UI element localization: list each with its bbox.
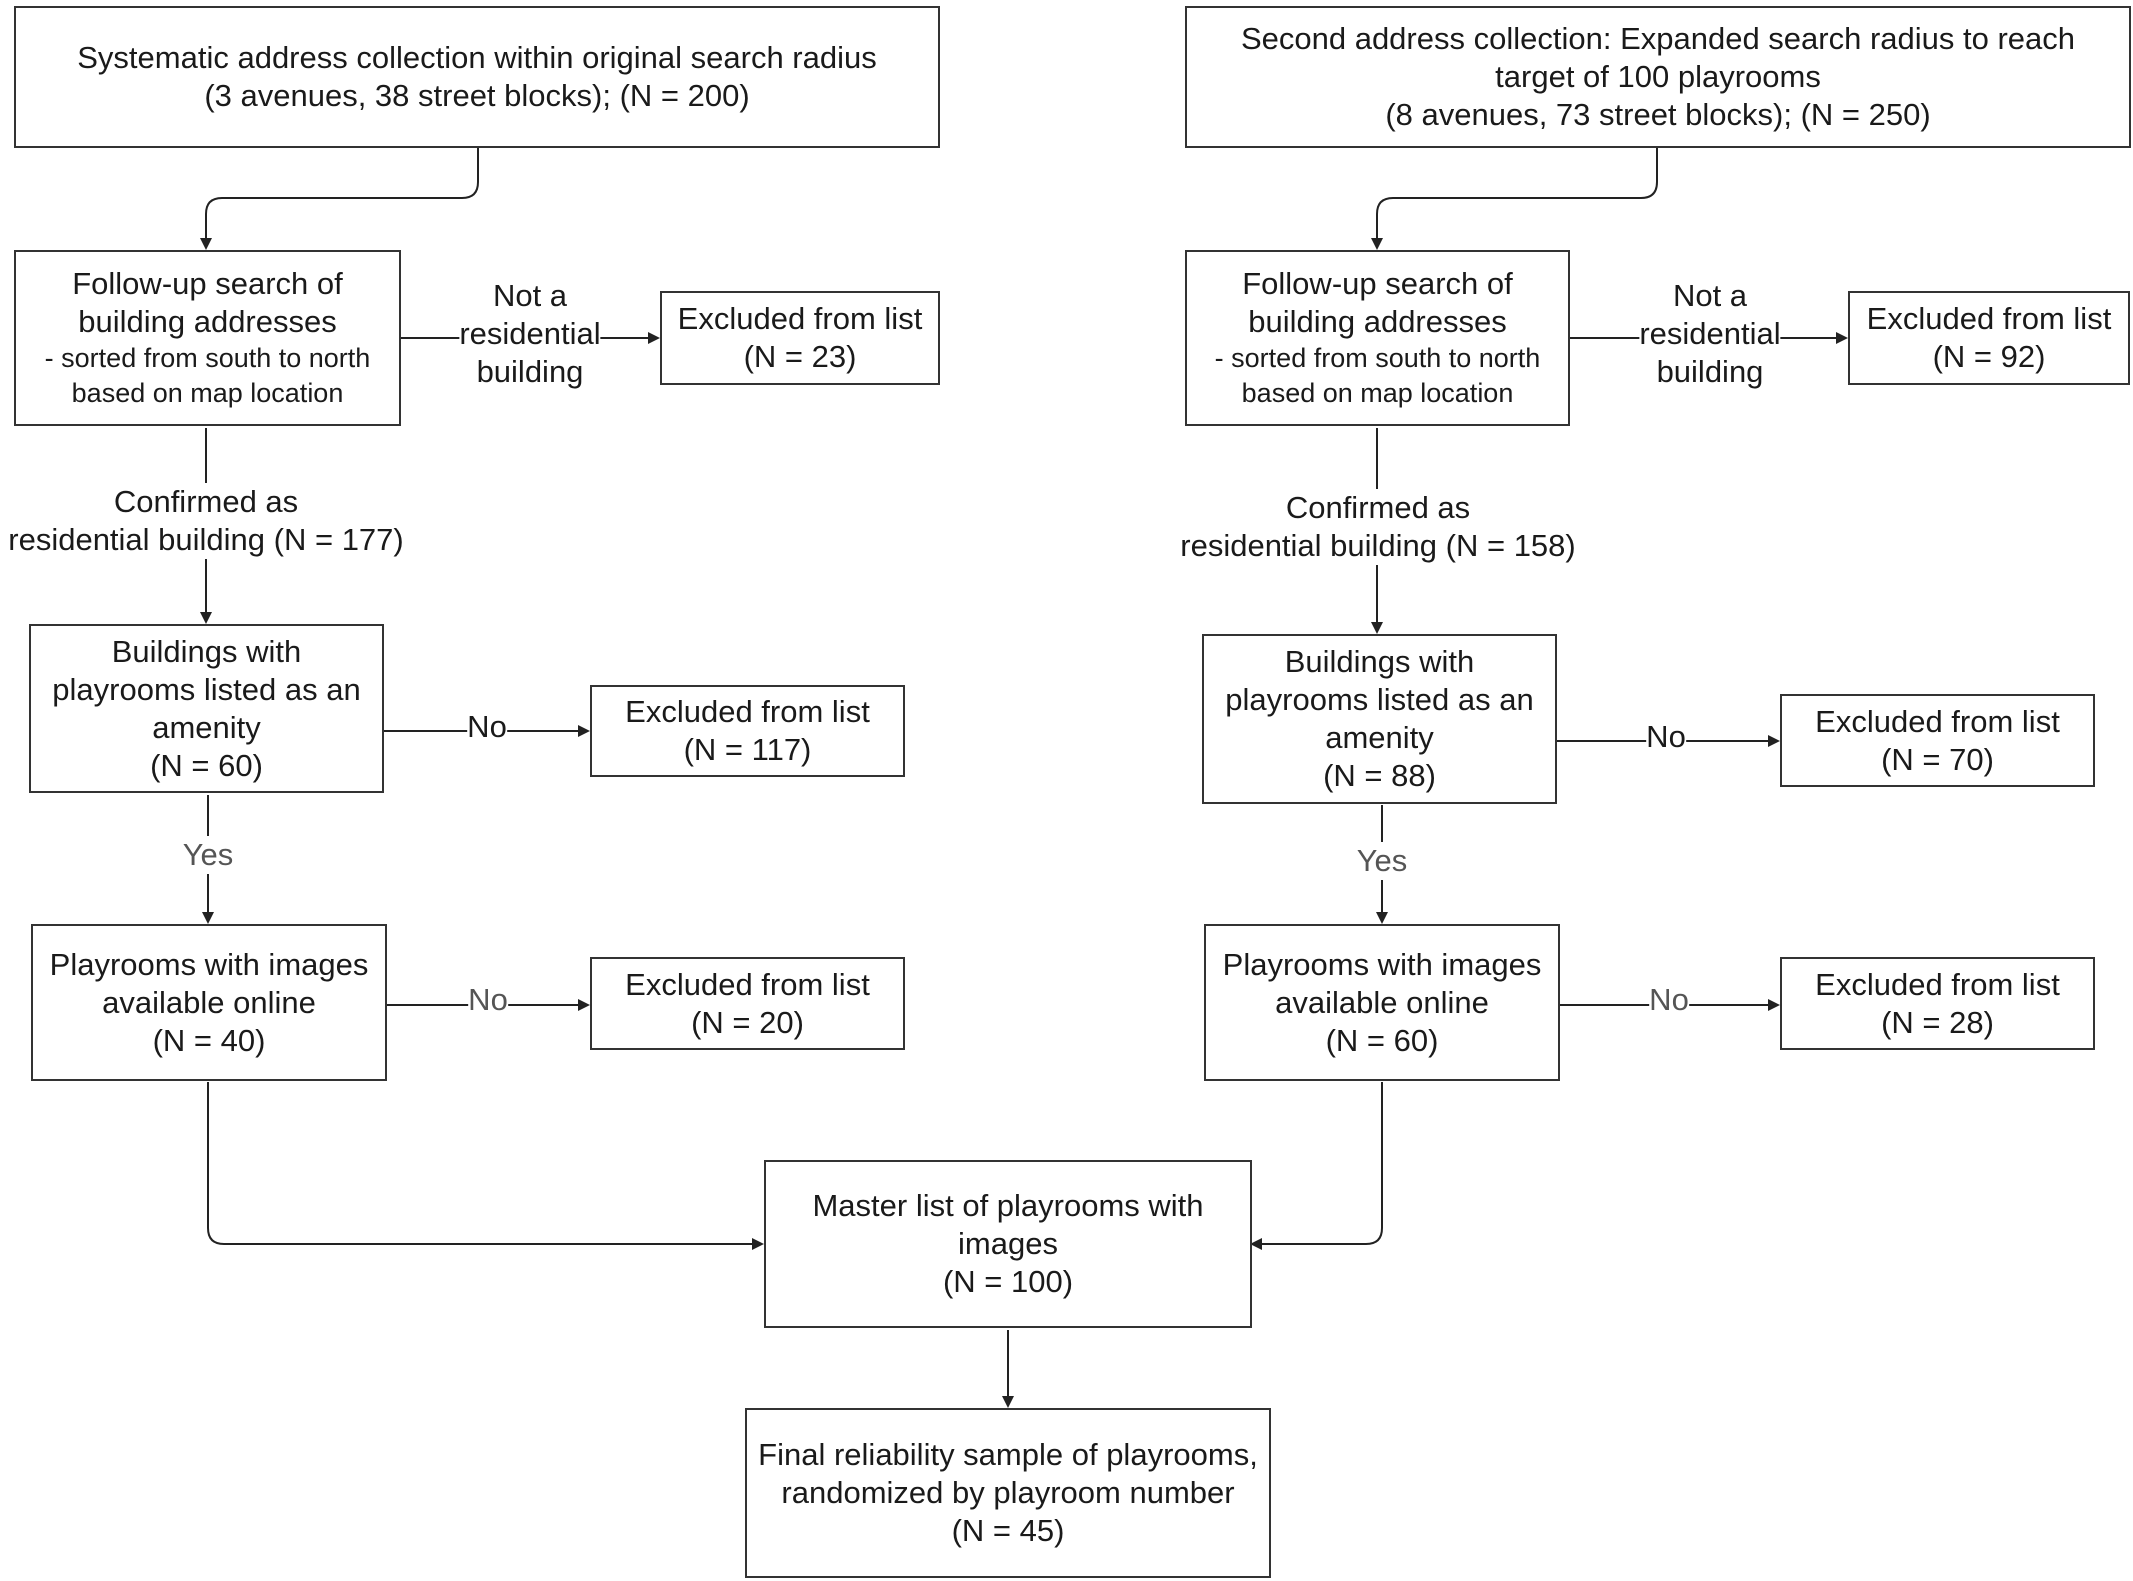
left-followup-subline-2: based on map location: [71, 378, 344, 408]
left-images-line-2: available online: [102, 984, 316, 1020]
right-start-line-1: Second address collection: Expanded sear…: [1240, 21, 2076, 56]
left-excluded-2-line-2: (N = 117): [683, 732, 812, 767]
right-excluded-3-line-1: Excluded from list: [1815, 966, 2060, 1002]
left-excluded-box-3: Excluded from list (N = 20): [590, 957, 905, 1050]
master-line-2: images: [958, 1226, 1058, 1261]
left-playrooms-line-2: playrooms listed as an: [52, 671, 361, 707]
master-line-1: Master list of playrooms with: [812, 1188, 1204, 1223]
right-followup-line-1: Follow-up search of: [1242, 266, 1513, 301]
right-yes-label: Yes: [1356, 842, 1408, 880]
right-followup-subline-1: - sorted from south to north: [1214, 343, 1541, 373]
left-excluded-box-1: Excluded from list (N = 23): [660, 291, 940, 385]
right-images-line-1: Playrooms with images: [1222, 946, 1542, 982]
left-playrooms-line-4: (N = 60): [150, 747, 263, 783]
right-excluded-box-1: Excluded from list (N = 92): [1848, 291, 2130, 385]
left-excluded-1-line-1: Excluded from list: [677, 301, 923, 336]
left-excluded-3-line-1: Excluded from list: [625, 966, 870, 1002]
right-not-residential-line-1: Not a: [1672, 278, 1748, 313]
left-excluded-box-2: Excluded from list (N = 117): [590, 685, 905, 777]
arrow-right-start-to-followup: [1371, 148, 1658, 250]
left-not-residential-line-3: building: [476, 354, 584, 389]
right-start-line-2: target of 100 playrooms: [1495, 59, 1821, 94]
left-confirmed-line-1: Confirmed as: [113, 484, 299, 519]
master-list-box: Master list of playrooms with images (N …: [764, 1160, 1252, 1328]
right-confirmed-label: Confirmed as residential building (N = 1…: [1180, 489, 1576, 565]
left-start-line-1: Systematic address collection within ori…: [77, 40, 877, 75]
right-excluded-3-line-2: (N = 28): [1881, 1004, 1994, 1040]
left-followup-line-1: Follow-up search of: [72, 266, 343, 301]
right-confirmed-line-1: Confirmed as: [1285, 490, 1471, 525]
right-not-residential-label: Not a residential building: [1639, 277, 1781, 391]
arrow-left-start-to-followup: [200, 148, 479, 250]
left-images-line-1: Playrooms with images: [49, 946, 369, 982]
right-no-label-1: No: [1646, 718, 1686, 756]
left-playrooms-box: Buildings with playrooms listed as an am…: [29, 624, 384, 793]
left-followup-box: Follow-up search of building addresses -…: [14, 250, 401, 426]
left-start-box: Systematic address collection within ori…: [14, 6, 940, 148]
left-playrooms-line-3: amenity: [152, 709, 261, 745]
right-playrooms-line-1: Buildings with: [1284, 644, 1475, 679]
final-line-3: (N = 45): [951, 1513, 1065, 1548]
right-excluded-box-2: Excluded from list (N = 70): [1780, 694, 2095, 787]
left-excluded-3-line-2: (N = 20): [691, 1004, 804, 1040]
left-followup-line-2: building addresses: [78, 304, 337, 339]
right-excluded-1-line-2: (N = 92): [1932, 339, 2046, 374]
right-no-label-2: No: [1649, 981, 1689, 1019]
right-not-residential-line-2: residential: [1639, 316, 1781, 351]
left-yes-label: Yes: [182, 836, 234, 874]
right-excluded-1-line-1: Excluded from list: [1866, 301, 2112, 336]
right-playrooms-line-2: playrooms listed as an: [1225, 682, 1534, 717]
left-start-line-2: (3 avenues, 38 street blocks); (N = 200): [204, 78, 750, 113]
right-excluded-box-3: Excluded from list (N = 28): [1780, 957, 2095, 1050]
left-images-line-3: (N = 40): [152, 1022, 266, 1058]
left-images-box: Playrooms with images available online (…: [31, 924, 387, 1081]
left-excluded-2-line-1: Excluded from list: [625, 694, 870, 729]
right-images-line-3: (N = 60): [1325, 1022, 1439, 1058]
left-followup-subline-1: - sorted from south to north: [44, 343, 371, 373]
master-line-3: (N = 100): [942, 1264, 1074, 1299]
left-confirmed-label: Confirmed as residential building (N = 1…: [8, 483, 404, 559]
final-sample-box: Final reliability sample of playrooms, r…: [745, 1408, 1271, 1578]
right-followup-subline-2: based on map location: [1241, 378, 1514, 408]
right-followup-line-2: building addresses: [1248, 304, 1507, 339]
left-confirmed-line-2: residential building (N = 177): [8, 522, 404, 557]
right-start-line-3: (8 avenues, 73 street blocks); (N = 250): [1385, 97, 1931, 132]
left-no-label-2: No: [468, 981, 508, 1019]
left-not-residential-line-1: Not a: [492, 278, 568, 313]
arrow-left-images-to-master: [207, 1082, 764, 1250]
right-images-line-2: available online: [1275, 984, 1489, 1020]
right-not-residential-line-3: building: [1656, 354, 1764, 389]
right-start-box: Second address collection: Expanded sear…: [1185, 6, 2131, 148]
left-not-residential-label: Not a residential building: [459, 277, 601, 391]
left-not-residential-line-2: residential: [459, 316, 601, 351]
right-confirmed-line-2: residential building (N = 158): [1180, 528, 1576, 563]
final-line-1: Final reliability sample of playrooms,: [758, 1437, 1258, 1472]
left-playrooms-line-1: Buildings with: [111, 633, 302, 669]
right-excluded-2-line-1: Excluded from list: [1815, 703, 2060, 739]
arrow-right-images-to-master: [1250, 1082, 1383, 1250]
right-excluded-2-line-2: (N = 70): [1881, 741, 1994, 777]
right-images-box: Playrooms with images available online (…: [1204, 924, 1560, 1081]
right-playrooms-box: Buildings with playrooms listed as an am…: [1202, 634, 1557, 804]
right-playrooms-line-4: (N = 88): [1323, 758, 1436, 793]
left-no-label-1: No: [467, 708, 507, 746]
final-line-2: randomized by playroom number: [781, 1475, 1235, 1510]
left-excluded-1-line-2: (N = 23): [743, 339, 857, 374]
right-followup-box: Follow-up search of building addresses -…: [1185, 250, 1570, 426]
right-playrooms-line-3: amenity: [1325, 720, 1434, 755]
